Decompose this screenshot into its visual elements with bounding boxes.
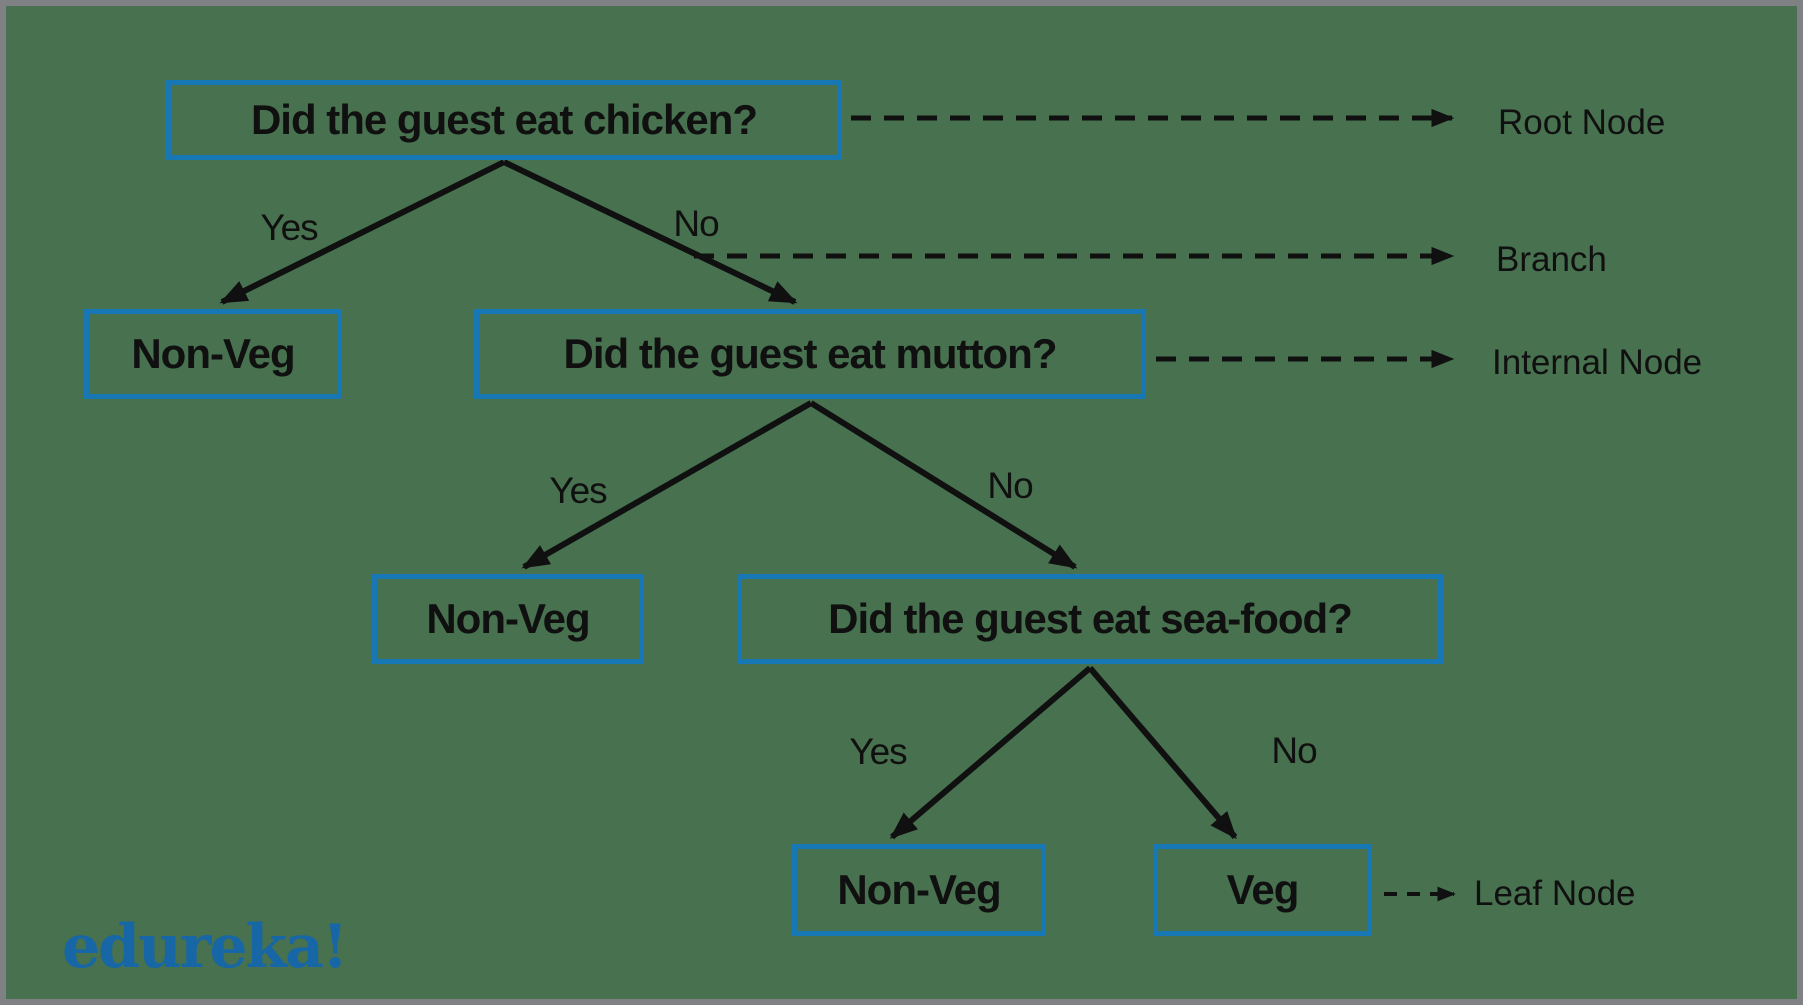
leaf-node-veg: Veg [1153,844,1372,936]
annotation-leaf-node: Leaf Node [1474,874,1636,913]
edge-label-no-2: No [987,465,1033,506]
edureka-logo: edureka! [62,912,348,982]
leaf-node-nonveg-2: Non-Veg [372,574,644,664]
annotation-internal-node: Internal Node [1492,343,1703,382]
edge-label-yes-1: Yes [260,207,318,248]
annotation-branch: Branch [1496,240,1607,279]
branch-seafood-no [1087,666,1238,840]
internal-node-mutton-question: Did the guest eat mutton? [474,309,1146,399]
root-node-question: Did the guest eat chicken? [166,80,842,160]
edge-label-yes-2: Yes [549,470,607,511]
edge-label-no-1: No [673,203,719,244]
leaf-node-nonveg-1: Non-Veg [84,309,342,399]
internal-node-seafood-question: Did the guest eat sea-food? [737,574,1443,664]
branch-mutton-no [809,400,1078,570]
edge-label-yes-3: Yes [849,731,907,772]
branch-root-no [502,159,798,305]
annotation-root-node: Root Node [1498,103,1666,142]
branch-seafood-yes [889,665,1092,840]
leaf-node-nonveg-3: Non-Veg [792,844,1046,936]
edge-label-no-3: No [1271,730,1317,771]
